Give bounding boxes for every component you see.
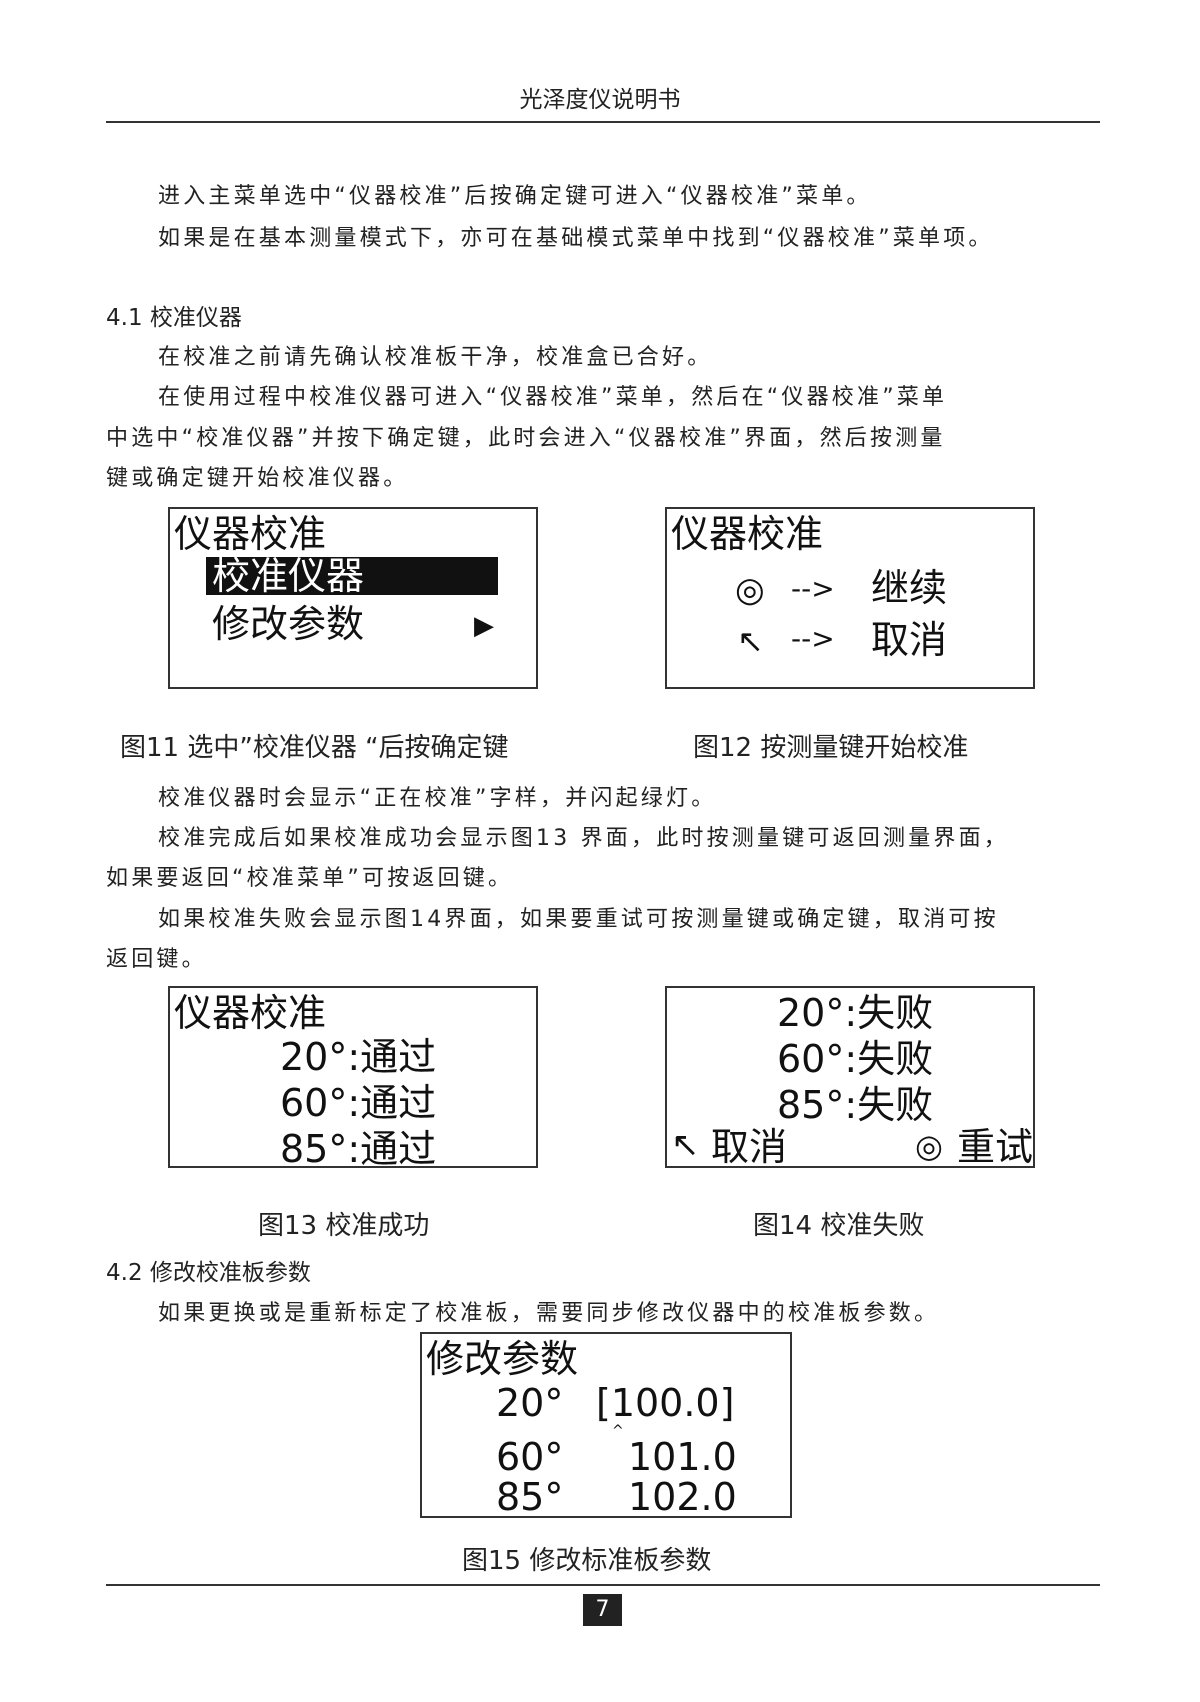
paragraph: 如果是在基本测量模式下，亦可在基础模式菜单中找到“仪器校准”菜单项。 bbox=[158, 226, 994, 251]
menu-item: 修改参数 bbox=[212, 602, 365, 646]
result-row: 20°:通过 bbox=[280, 1035, 437, 1079]
result-row: 60°:通过 bbox=[280, 1081, 437, 1125]
paragraph: 返回键。 bbox=[106, 947, 207, 972]
paragraph: 键或确定键开始校准仪器。 bbox=[106, 466, 409, 491]
result-row: 85°:失败 bbox=[777, 1083, 934, 1127]
angle-label: 60° bbox=[496, 1435, 564, 1479]
figure-15-screen: 修改参数 20° [100.0] ^ 60° 101.0 85° 102.0 bbox=[420, 1332, 792, 1518]
back-icon: ↖ bbox=[737, 622, 764, 660]
figure-11-screen: 仪器校准 校准仪器 修改参数 ▶ bbox=[168, 507, 538, 689]
section-heading: 4.2 修改校准板参数 bbox=[106, 1260, 311, 1286]
figure-caption: 图14 校准失败 bbox=[753, 1211, 925, 1241]
paragraph: 校准完成后如果校准成功会显示图13 界面，此时按测量键可返回测量界面， bbox=[158, 826, 1009, 851]
confirm-icon: ◎ bbox=[915, 1127, 943, 1165]
paragraph: 如果校准失败会显示图14界面，如果要重试可按测量键或确定键，取消可按 bbox=[158, 907, 999, 932]
paragraph: 在使用过程中校准仪器可进入“仪器校准”菜单，然后在“仪器校准”菜单 bbox=[158, 385, 948, 410]
arrow-text: --> bbox=[791, 622, 835, 655]
confirm-icon: ◎ bbox=[735, 570, 765, 610]
arrow-text: --> bbox=[791, 572, 835, 605]
submenu-arrow-icon: ▶ bbox=[474, 611, 494, 641]
figure-14-screen: 20°:失败 60°:失败 85°:失败 ↖ 取消 ◎ 重试 bbox=[665, 986, 1035, 1168]
figure-caption: 图11 选中”校准仪器 “后按确定键 bbox=[120, 733, 509, 763]
menu-item-selected: 校准仪器 bbox=[206, 557, 498, 595]
screen-title: 仪器校准 bbox=[174, 991, 327, 1035]
angle-label: 85° bbox=[496, 1475, 564, 1519]
cursor-caret: ^ bbox=[612, 1423, 624, 1439]
figure-caption: 图15 修改标准板参数 bbox=[462, 1546, 712, 1576]
section-heading: 4.1 校准仪器 bbox=[106, 305, 242, 331]
paragraph: 进入主菜单选中“仪器校准”后按确定键可进入“仪器校准”菜单。 bbox=[158, 184, 872, 209]
continue-label: 继续 bbox=[871, 566, 948, 610]
screen-title: 仪器校准 bbox=[671, 512, 824, 556]
back-icon: ↖ bbox=[671, 1125, 700, 1165]
header-rule bbox=[106, 121, 1100, 123]
cancel-label: 取消 bbox=[711, 1125, 788, 1169]
value-field: 102.0 bbox=[628, 1475, 737, 1519]
result-row: 60°:失败 bbox=[777, 1037, 934, 1081]
result-row: 20°:失败 bbox=[777, 991, 934, 1035]
screen-title: 仪器校准 bbox=[174, 512, 327, 556]
page-header-title: 光泽度仪说明书 bbox=[519, 87, 681, 113]
figure-caption: 图13 校准成功 bbox=[258, 1211, 430, 1241]
page-number: 7 bbox=[583, 1594, 622, 1626]
figure-13-screen: 仪器校准 20°:通过 60°:通过 85°:通过 bbox=[168, 986, 538, 1168]
paragraph: 如果更换或是重新标定了校准板，需要同步修改仪器中的校准板参数。 bbox=[158, 1301, 940, 1326]
value-field-editing[interactable]: [100.0] bbox=[596, 1381, 735, 1425]
paragraph: 在校准之前请先确认校准板干净，校准盒已合好。 bbox=[158, 345, 713, 370]
paragraph: 如果要返回“校准菜单”可按返回键。 bbox=[106, 866, 514, 891]
retry-label: 重试 bbox=[957, 1125, 1034, 1169]
footer-rule bbox=[106, 1584, 1100, 1586]
angle-label: 20° bbox=[496, 1381, 564, 1425]
paragraph: 校准仪器时会显示“正在校准”字样，并闪起绿灯。 bbox=[158, 786, 717, 811]
figure-caption: 图12 按测量键开始校准 bbox=[693, 733, 969, 763]
paragraph: 中选中“校准仪器”并按下确定键，此时会进入“仪器校准”界面，然后按测量 bbox=[106, 426, 946, 451]
result-row: 85°:通过 bbox=[280, 1127, 437, 1171]
screen-title: 修改参数 bbox=[426, 1337, 579, 1381]
figure-12-screen: 仪器校准 ◎ --> 继续 ↖ --> 取消 bbox=[665, 507, 1035, 689]
cancel-label: 取消 bbox=[871, 618, 948, 662]
value-field: 101.0 bbox=[628, 1435, 737, 1479]
